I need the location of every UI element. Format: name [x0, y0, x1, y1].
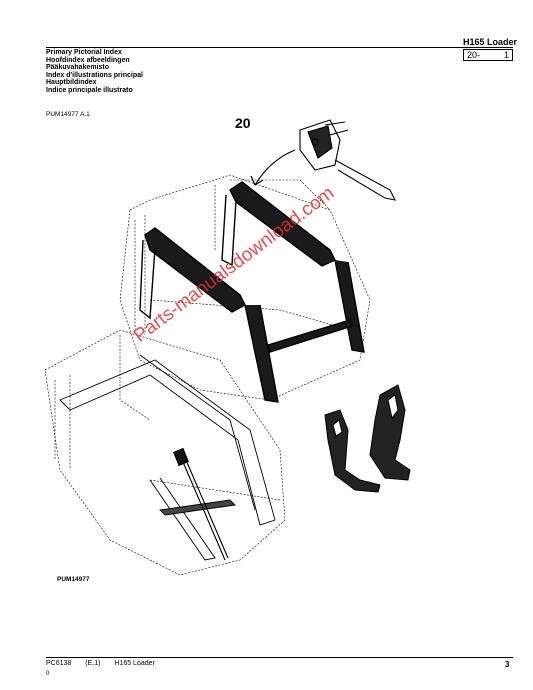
- index-title-it: Indice principale illustrato: [46, 86, 133, 94]
- footer-rule: [46, 657, 513, 658]
- index-title-fi: Pääkuvahakemisto: [46, 64, 110, 72]
- callout-number: 20: [235, 115, 251, 131]
- loader-frame-upper: [139, 181, 365, 403]
- figure-reference: PUM14977 A.1: [46, 111, 90, 118]
- loader-frame-lower: [59, 354, 276, 561]
- footer-zero: 0: [46, 671, 50, 677]
- page-group: 20-: [467, 50, 481, 60]
- callout-arrow: [250, 149, 296, 186]
- footer-edition: (E.1): [85, 660, 101, 667]
- header-rule: [46, 47, 513, 48]
- tractor-outline-upper: [119, 174, 371, 401]
- footer-doc: PC6138: [46, 660, 72, 667]
- index-titles: Primary Pictorial Index Hoofdindex afbee…: [46, 49, 143, 95]
- index-title-nl: Hoofdindex afbeeldingen: [46, 56, 130, 64]
- page-sub: 1: [503, 50, 509, 60]
- figure-label: PUM14977: [57, 576, 90, 583]
- mounting-bracket: [299, 119, 396, 201]
- hydraulic-cylinder: [173, 447, 229, 561]
- page-number-box: 20- 1: [463, 49, 513, 61]
- tractor-outline-lower: [44, 329, 286, 576]
- footer-title: H165 Loader: [114, 660, 155, 667]
- footer-page-number: 3: [505, 660, 510, 669]
- index-title-de: Hauptbildindex: [46, 79, 97, 87]
- footer-info: PC6138 (E.1) H165 Loader: [46, 660, 167, 667]
- side-brackets: [324, 384, 411, 493]
- index-title-en: Primary Pictorial Index: [46, 49, 122, 56]
- index-title-fr: Index d'illustrations principal: [46, 71, 143, 79]
- model-title: H165 Loader: [463, 37, 518, 47]
